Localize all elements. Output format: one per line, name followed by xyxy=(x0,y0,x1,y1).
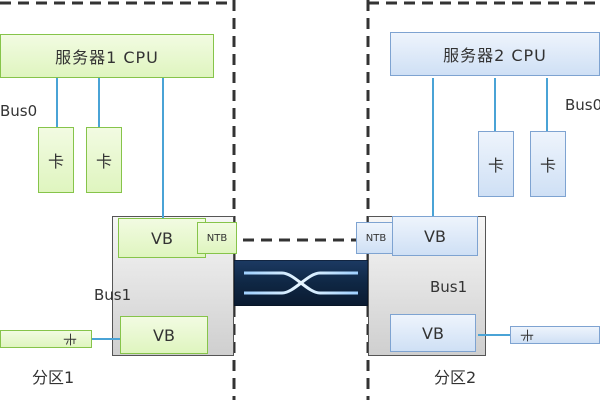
card-label: 卡 xyxy=(47,152,64,171)
wire-vb-right xyxy=(432,78,434,218)
vb-label: VB xyxy=(151,228,173,248)
vb-bottom-left: VB xyxy=(120,316,208,354)
partition1-label: 分区1 xyxy=(32,368,75,387)
card-left-1: 卡 xyxy=(38,127,74,193)
card-bottom-left: 卡 xyxy=(0,330,92,348)
card-label: 卡 xyxy=(487,156,504,175)
bus1-label-left: Bus1 xyxy=(94,286,132,304)
wire-bottom-card-right xyxy=(478,334,518,336)
ntb-left: NTB xyxy=(197,222,237,254)
ntb-label: NTB xyxy=(206,232,228,244)
cpu-box-server2: 服务器2 CPU xyxy=(390,32,600,76)
ntb-crossover-switch-icon xyxy=(234,260,368,306)
vb-top-left: VB xyxy=(118,218,206,258)
partition2-label: 分区2 xyxy=(434,368,477,387)
card-label: 卡 xyxy=(539,156,556,175)
cpu-box-server1: 服务器1 CPU xyxy=(0,34,214,78)
bus1-label-right: Bus1 xyxy=(430,278,468,296)
vb-label: VB xyxy=(153,325,175,345)
card-right-2: 卡 xyxy=(530,131,566,197)
bus0-label-right: Bus0 xyxy=(565,96,600,114)
vb-top-right: VB xyxy=(392,216,478,256)
vb-bottom-right: VB xyxy=(390,314,476,352)
wire-card1-left xyxy=(56,78,58,128)
ntb-right: NTB xyxy=(356,222,396,254)
card-label: 卡 xyxy=(518,328,534,342)
card-label: 卡 xyxy=(95,152,112,171)
card-label: 卡 xyxy=(60,332,76,346)
wire-bottom-card-left xyxy=(90,338,120,340)
wire-card2-left xyxy=(98,78,100,128)
card-bottom-right: 卡 xyxy=(510,326,600,344)
switch-crossline-b xyxy=(244,271,358,295)
vb-label: VB xyxy=(424,226,446,246)
bus0-label-left: Bus0 xyxy=(0,102,38,120)
card-left-2: 卡 xyxy=(86,127,122,193)
vb-label: VB xyxy=(422,323,444,343)
card-right-1: 卡 xyxy=(478,131,514,197)
wire-card2-right xyxy=(546,78,548,132)
ntb-label: NTB xyxy=(365,232,387,244)
wire-vb-left xyxy=(162,78,164,218)
cpu-label-server2: 服务器2 CPU xyxy=(443,46,547,65)
cpu-label-server1: 服务器1 CPU xyxy=(55,48,159,67)
wire-card1-right xyxy=(494,78,496,132)
